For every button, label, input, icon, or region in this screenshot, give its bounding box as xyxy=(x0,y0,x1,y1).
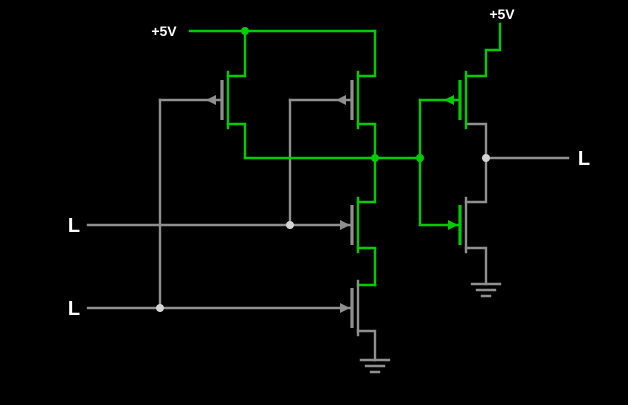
net-vdd-left xyxy=(188,27,377,35)
vdd-label-left: +5V xyxy=(151,23,177,39)
pmos-pullup-a[interactable] xyxy=(288,29,377,160)
net-nand-output xyxy=(243,98,422,227)
pmos-source-lead xyxy=(464,22,502,78)
input-b-wire xyxy=(86,98,354,310)
pmos-drain-lead xyxy=(464,122,488,160)
nmos-pulldown-a[interactable] xyxy=(340,156,377,287)
logic-input-a[interactable]: L xyxy=(68,215,80,237)
pmos-drain-lead xyxy=(226,122,247,160)
nmos-pulldown-b[interactable] xyxy=(340,279,377,362)
nmos-arrow-icon xyxy=(340,303,350,313)
pmos-arrow-icon xyxy=(444,95,454,105)
net-input-b xyxy=(86,98,354,310)
ground-icon xyxy=(470,282,502,298)
pmos-pullup-b[interactable] xyxy=(158,29,247,160)
logic-input-b[interactable]: L xyxy=(68,298,80,320)
input-a-wire xyxy=(86,98,354,227)
junction-dot xyxy=(286,221,294,229)
nmos-source-lead xyxy=(356,246,377,287)
ground-right xyxy=(470,282,502,298)
pmos-inverter[interactable] xyxy=(418,22,502,160)
vdd-label-right: +5V xyxy=(489,6,515,22)
junction-dot xyxy=(482,154,490,162)
junction-dot xyxy=(371,154,379,162)
logic-output: L xyxy=(578,148,590,170)
nmos-inverter[interactable] xyxy=(418,156,488,286)
nmos-arrow-icon xyxy=(340,220,350,230)
ground-icon xyxy=(359,358,391,374)
nmos-drain-lead xyxy=(356,156,377,204)
pmos-source-lead xyxy=(226,29,247,78)
pmos-drain-lead xyxy=(356,122,377,160)
junction-dot xyxy=(416,154,424,162)
nmos-source-lead xyxy=(464,246,488,286)
pmos-source-lead xyxy=(356,29,377,78)
pmos-arrow-icon xyxy=(206,95,216,105)
pmos-arrow-icon xyxy=(336,95,346,105)
nmos-source-lead xyxy=(356,329,377,362)
junction-dot xyxy=(241,27,249,35)
ground-left xyxy=(359,358,391,374)
nmos-arrow-icon xyxy=(448,220,458,230)
nmos-drain-lead xyxy=(464,156,488,204)
junction-dot xyxy=(156,304,164,312)
net-input-a xyxy=(86,98,354,227)
